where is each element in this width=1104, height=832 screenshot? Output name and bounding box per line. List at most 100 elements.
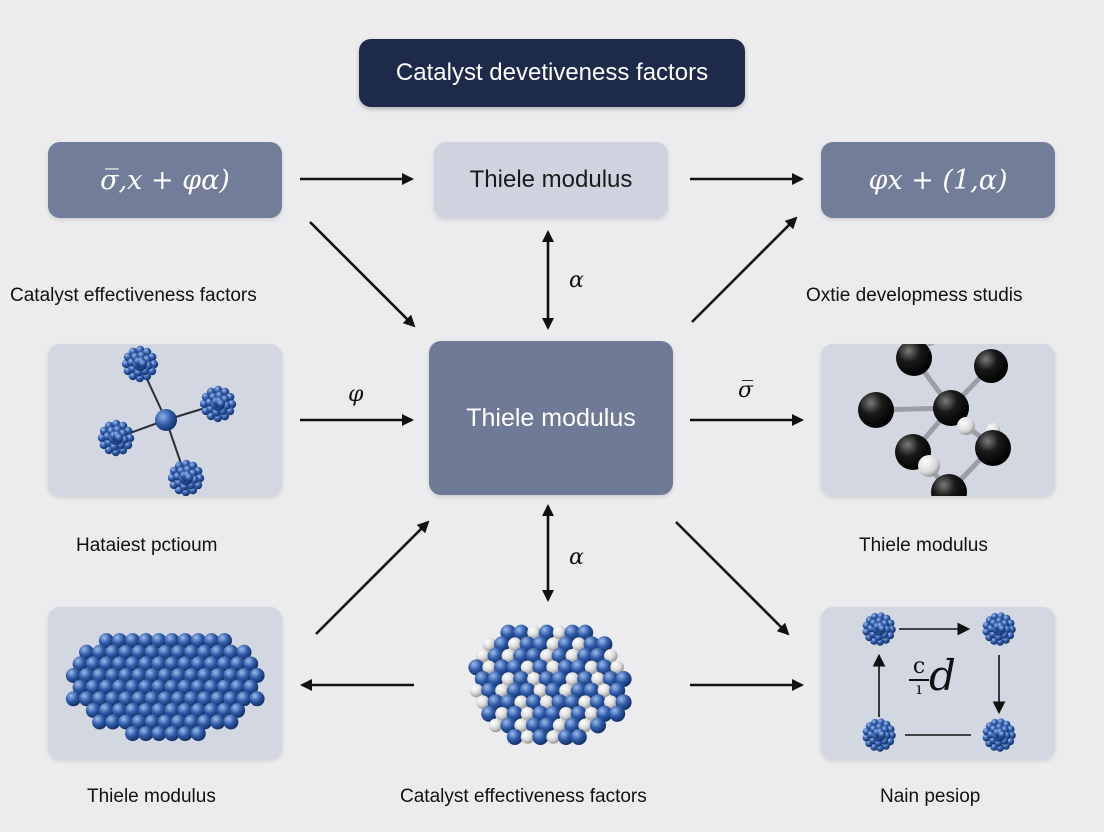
sphere [112,679,127,695]
sphere [203,656,219,672]
center-box-label: Thiele modulus [466,403,636,432]
cycle-fraction: c ı [909,656,929,697]
label-bottom-center: Catalyst effectiveness factors [400,786,647,807]
label-left-upper: Catalyst effectiveness factors [10,285,257,306]
sphere [482,637,496,651]
sphere [125,656,141,672]
sphere [105,691,121,707]
sphere [476,649,490,663]
sphere [157,714,173,730]
sphere [501,672,516,686]
sphere [144,644,160,660]
sphere [243,679,259,695]
sphere [558,729,574,745]
sphere [144,714,160,730]
sphere [164,702,180,718]
arrow-label-up-alpha: α [569,268,584,293]
sphere [98,633,114,649]
sphere [131,644,147,660]
molecule-panel-right [821,344,1055,496]
sphere [506,729,523,745]
sphere [157,691,173,707]
aggregate-spheres [65,633,265,742]
arrow-center-to-bottom-right [675,521,790,636]
sphere [527,672,541,686]
sphere [105,668,121,683]
cluster-left [97,419,135,457]
top-right-formula-box: φx + (1,α) [821,142,1055,218]
sphere [170,691,186,707]
sphere [217,633,232,649]
sphere [217,702,232,718]
sphere [878,730,886,739]
sphere [230,656,246,672]
sphere [584,660,599,675]
sphere [170,714,186,730]
sphere [164,656,180,672]
sphere [112,656,127,672]
sphere [65,668,81,683]
sphere [610,660,624,675]
aggregate-panel-left [48,607,282,759]
sphere [1006,725,1015,734]
sphere [508,637,522,651]
mixed-spheres [468,624,632,745]
sphere [552,625,567,640]
sphere [578,718,592,733]
sphere [514,718,528,733]
sphere [236,644,252,660]
label-bottom-left: Thiele modulus [87,786,216,807]
sphere [177,726,193,742]
sphere [886,619,895,628]
cluster-panel-left [48,344,282,496]
sphere [197,644,213,660]
diagram-title: Catalyst devetiveness factors [359,39,745,107]
sphere [546,730,560,744]
sphere [998,730,1006,739]
sphere [190,702,206,718]
sphere [118,714,134,730]
sphere [203,679,219,695]
center-atom [155,409,177,431]
sphere [157,644,173,660]
sphere [223,644,239,660]
sphere [190,633,206,649]
sphere [151,633,167,649]
label-right-middle: Thiele modulus [859,535,988,556]
sphere [144,691,160,707]
sphere [85,679,101,695]
sphere [216,399,226,408]
sphere [79,691,94,707]
arrow-center-to-top-right [691,216,798,323]
sphere [591,672,605,686]
sphere [878,624,886,633]
sphere [170,668,186,683]
sphere [230,679,246,695]
sphere [114,433,124,442]
sphere [223,714,239,730]
sphere [144,668,160,683]
sphere [72,679,88,695]
top-center-label: Thiele modulus [469,166,633,193]
sphere [164,726,180,742]
sphere [125,726,141,742]
sphere [469,683,484,698]
sphere [92,714,108,730]
sphere [118,691,134,707]
sphere [157,668,173,683]
mixed-cluster [452,607,648,757]
sphere [495,707,509,721]
sphere [540,695,554,709]
cluster-right [199,385,237,423]
label-left-middle: Hataiest pctioum [76,535,218,556]
sphere [565,649,580,663]
sphere [184,691,199,707]
sphere [514,695,528,709]
sphere [118,668,134,683]
arrow-label-phi: φ [348,382,364,407]
center-box: Thiele modulus [429,341,673,495]
sphere [72,656,88,672]
arrow-bottom-left-to-center [315,520,430,635]
cycle-cluster-bottom-right [982,718,1016,752]
